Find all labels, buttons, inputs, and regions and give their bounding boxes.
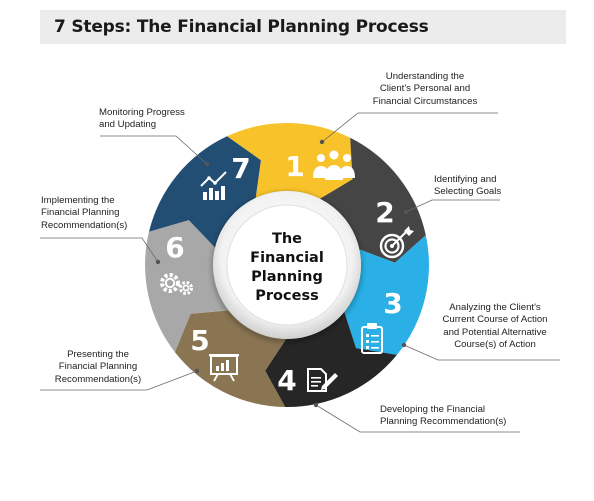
center-label-line-1: The — [272, 231, 302, 247]
step-6-number: 6 — [165, 231, 184, 264]
step-5-label: Presenting the Financial Planning Recomm… — [54, 349, 142, 385]
step-2-label: Identifying and Selecting Goals — [434, 174, 502, 198]
connector-step-5 — [40, 370, 198, 391]
connector-step-7 — [100, 135, 208, 165]
step-3-label: Analyzing the Client's Current Course of… — [442, 302, 548, 350]
connector-step-1 — [321, 112, 498, 143]
clipboard-checklist-icon — [361, 323, 383, 354]
step-3-number: 3 — [383, 287, 402, 320]
title-bar: 7 Steps: The Financial Planning Process — [40, 10, 566, 44]
step-2-number: 2 — [375, 196, 394, 229]
connector-lines — [40, 112, 560, 433]
page-title: 7 Steps: The Financial Planning Process — [54, 17, 429, 37]
segment-step-3 — [344, 235, 429, 355]
step-7-number: 7 — [231, 152, 250, 185]
step-1-number: 1 — [285, 150, 304, 183]
chart-trend-icon — [200, 171, 227, 200]
connector-dots — [155, 139, 409, 408]
step-5-number: 5 — [190, 324, 209, 357]
connector-step-6 — [40, 237, 159, 263]
segment-step-4 — [265, 311, 397, 408]
center-label-line-4: Process — [255, 288, 318, 304]
step-7-label: Monitoring Progress and Updating — [99, 107, 185, 131]
center-disc — [226, 204, 348, 326]
presentation-board-icon — [209, 354, 239, 382]
segment-step-2 — [319, 137, 426, 263]
step-4-label: Developing the Financial Planning Recomm… — [380, 404, 507, 428]
connector-step-3 — [403, 344, 560, 361]
center-label-line-2: Financial — [250, 250, 324, 266]
segment-step-7 — [149, 136, 261, 248]
people-group-icon — [313, 150, 355, 180]
target-icon — [379, 226, 414, 259]
connector-step-2 — [405, 199, 500, 213]
gears-icon — [160, 273, 193, 295]
connector-step-4 — [315, 404, 520, 433]
document-edit-icon — [307, 368, 338, 392]
step-6-label: Implementing the Financial Planning Reco… — [41, 195, 128, 231]
step-4-number: 4 — [277, 364, 296, 397]
center-label-line-3: Planning — [251, 269, 323, 285]
step-1-label: Understanding the Client's Personal and … — [372, 71, 478, 107]
